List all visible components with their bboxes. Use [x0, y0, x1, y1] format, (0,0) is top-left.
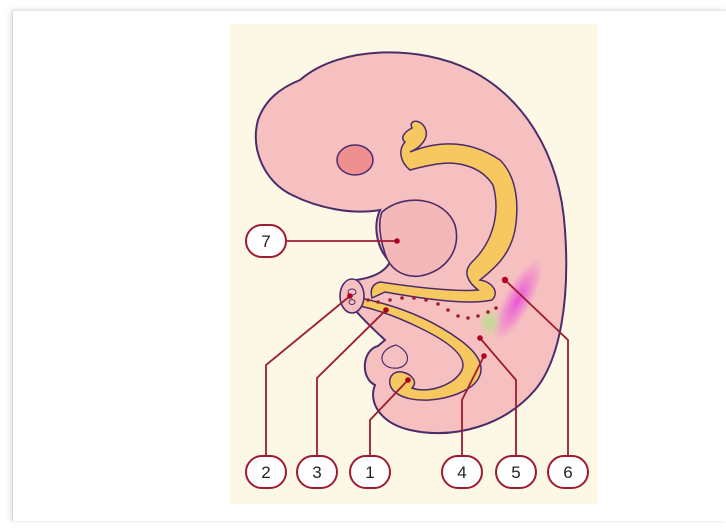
- label-text-2: 2: [261, 463, 270, 482]
- label-badge-1: 1: [350, 456, 390, 488]
- anchor-dot-4: [481, 353, 487, 359]
- label-text-7: 7: [261, 232, 270, 251]
- anchor-dot-2: [347, 293, 353, 299]
- green-highlight: [478, 306, 502, 338]
- label-badge-5: 5: [496, 456, 536, 488]
- label-badge-6: 6: [548, 456, 588, 488]
- label-text-3: 3: [312, 463, 321, 482]
- label-text-5: 5: [511, 463, 520, 482]
- anchor-dot-7: [394, 238, 400, 244]
- anchor-dot-3: [383, 307, 389, 313]
- label-badge-7: 7: [246, 225, 286, 257]
- anchor-dot-5: [477, 335, 483, 341]
- label-text-4: 4: [457, 463, 466, 482]
- anchor-dot-6: [502, 277, 508, 283]
- label-text-6: 6: [563, 463, 572, 482]
- leader-line-2: [266, 296, 350, 455]
- label-text-1: 1: [365, 463, 374, 482]
- label-badge-2: 2: [246, 456, 286, 488]
- anchor-dot-1: [405, 377, 411, 383]
- label-badge-4: 4: [442, 456, 482, 488]
- label-badge-3: 3: [297, 456, 337, 488]
- eye: [337, 145, 373, 175]
